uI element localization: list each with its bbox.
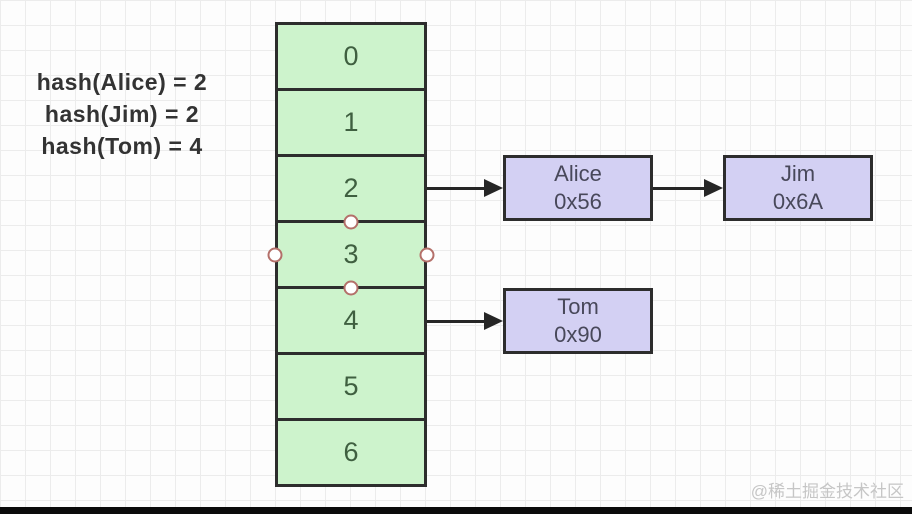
cell-index-label: 1 <box>343 107 359 137</box>
array-cell-0[interactable]: 0 <box>278 25 424 91</box>
arrow-cell2-to-alice[interactable] <box>427 179 503 197</box>
connection-handle-bottom[interactable] <box>343 280 359 295</box>
array-cell-5[interactable]: 5 <box>278 355 424 421</box>
node-jim[interactable]: Jim 0x6A <box>723 155 873 221</box>
array-cell-4[interactable]: 4 <box>278 289 424 355</box>
node-address-label: 0x6A <box>772 189 824 214</box>
arrow-shaft <box>653 186 707 190</box>
cell-index-label: 5 <box>343 371 359 401</box>
hash-annotation-line: hash(Alice) = 2 <box>36 69 208 95</box>
arrow-alice-to-jim[interactable] <box>653 179 723 197</box>
cell-index-label: 3 <box>343 239 359 269</box>
arrow-shaft <box>427 186 487 190</box>
node-address-label: 0x90 <box>554 322 602 347</box>
bottom-bar <box>0 507 912 514</box>
node-name-label: Alice <box>554 161 602 186</box>
node-alice[interactable]: Alice 0x56 <box>503 155 653 221</box>
node-tom[interactable]: Tom 0x90 <box>503 288 653 354</box>
array-cell-6[interactable]: 6 <box>278 421 424 484</box>
cell-index-label: 0 <box>343 41 359 71</box>
node-name-label: Tom <box>557 294 599 319</box>
hash-annotation-line: hash(Jim) = 2 <box>44 101 200 127</box>
array-cell-1[interactable]: 1 <box>278 91 424 157</box>
array-cell-3-selected[interactable]: 3 <box>267 214 435 295</box>
watermark: @稀土掘金技术社区 <box>750 482 904 501</box>
cell-index-label: 4 <box>343 305 359 335</box>
hash-table-array: 0 1 2 3 4 5 6 <box>267 22 435 487</box>
connection-handle-top[interactable] <box>343 214 359 229</box>
hash-annotation-line: hash(Tom) = 4 <box>41 133 203 159</box>
arrowhead-icon <box>704 179 723 197</box>
cell-index-label: 2 <box>343 173 359 203</box>
cell-index-label: 6 <box>343 437 359 467</box>
node-address-label: 0x56 <box>554 189 602 214</box>
arrow-cell4-to-tom[interactable] <box>427 312 503 330</box>
arrow-shaft <box>427 319 487 323</box>
connection-handle-right[interactable] <box>419 247 435 262</box>
connection-handle-left[interactable] <box>267 247 283 262</box>
arrowhead-icon <box>484 179 503 197</box>
arrowhead-icon <box>484 312 503 330</box>
hash-annotations[interactable]: hash(Alice) = 2 hash(Jim) = 2 hash(Tom) … <box>8 66 236 162</box>
node-name-label: Jim <box>780 161 816 186</box>
